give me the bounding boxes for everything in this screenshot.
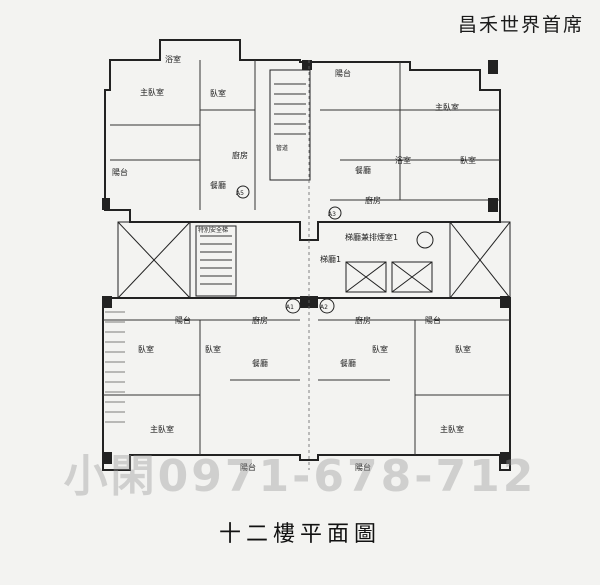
unit-a5: 主臥室 臥室 陽台 浴室 廚房 餐廳 A5 xyxy=(112,54,250,199)
a3-balcony: 陽台 xyxy=(335,68,351,78)
a3-bedroom: 臥室 xyxy=(460,155,476,165)
stair-treads xyxy=(200,235,232,285)
core-lift-label: 梯廳兼排煙室1 xyxy=(345,232,398,242)
a1-dining: 餐廳 xyxy=(252,358,268,368)
building-core xyxy=(117,69,511,299)
a3-unit-id: A3 xyxy=(328,211,336,218)
interior-walls-top xyxy=(110,60,500,210)
core-pit-label: 管道 xyxy=(276,144,288,152)
a2-kitchen: 廚房 xyxy=(355,315,371,325)
a1-bedroom-1: 臥室 xyxy=(138,344,154,354)
a1-bedroom-2: 臥室 xyxy=(205,344,221,354)
core-labels: 梯廳兼排煙室1 梯廳1 特別安全梯 管道 xyxy=(198,144,398,264)
a1-unit-id: A1 xyxy=(286,304,294,311)
a3-bath: 浴室 xyxy=(395,155,411,165)
unit-a2: 廚房 陽台 臥室 臥室 餐廳 主臥室 陽台 A2 xyxy=(319,298,471,472)
a5-master-bedroom: 主臥室 xyxy=(140,87,164,97)
a2-bedroom-1: 臥室 xyxy=(372,344,388,354)
core-stair-label: 特別安全梯 xyxy=(198,226,228,234)
plan-title: 十二樓平面圖 xyxy=(218,522,381,547)
unit-a1: 陽台 廚房 臥室 臥室 餐廳 主臥室 陽台 A1 xyxy=(138,298,301,472)
unit-a3: 陽台 主臥室 臥室 餐廳 浴室 廚房 A3 xyxy=(328,68,476,220)
a2-lower-balcony: 陽台 xyxy=(355,462,371,472)
a1-balcony: 陽台 xyxy=(175,315,191,325)
a1-lower-balcony: 陽台 xyxy=(240,462,256,472)
structural-columns xyxy=(102,60,510,464)
a2-unit-id: A2 xyxy=(320,304,328,311)
core-lobby-1: 梯廳1 xyxy=(320,254,341,264)
a5-dining: 餐廳 xyxy=(210,180,226,190)
a2-master-bedroom: 主臥室 xyxy=(440,424,464,434)
a3-kitchen: 廚房 xyxy=(365,195,381,205)
a2-bedroom-2: 臥室 xyxy=(455,344,471,354)
watermark: 小閑0971-678-712 xyxy=(63,451,537,502)
a3-dining: 餐廳 xyxy=(355,165,371,175)
balcony-hatching xyxy=(105,311,125,423)
a1-master-bedroom: 主臥室 xyxy=(150,424,174,434)
a5-bedroom: 臥室 xyxy=(210,88,226,98)
a5-unit-id: A5 xyxy=(236,190,244,197)
a5-kitchen: 廚房 xyxy=(232,150,248,160)
interior-walls-bottom xyxy=(103,319,510,455)
a3-master-bedroom: 主臥室 xyxy=(435,102,459,112)
a2-balcony: 陽台 xyxy=(425,315,441,325)
a5-balcony: 陽台 xyxy=(112,167,128,177)
project-name: 昌禾世界首席 xyxy=(457,14,584,36)
building-outline xyxy=(102,39,511,471)
a5-bath: 浴室 xyxy=(165,54,181,64)
a1-kitchen: 廚房 xyxy=(252,315,268,325)
a2-dining: 餐廳 xyxy=(340,358,356,368)
